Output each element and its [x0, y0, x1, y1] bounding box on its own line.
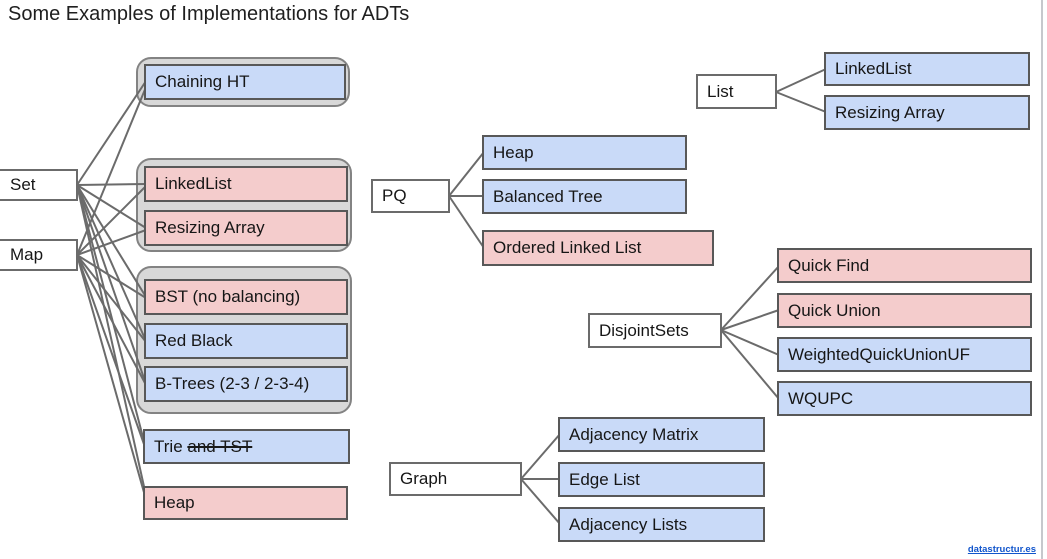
impl-node-adjacency-lists: Adjacency Lists	[558, 507, 765, 542]
impl-node-adjacency-lists-label: Adjacency Lists	[569, 514, 688, 534]
adt-node-set: Set	[0, 169, 78, 201]
adt-node-graph: Graph	[389, 462, 522, 496]
impl-node-resizing-array-list: Resizing Array	[824, 95, 1030, 130]
adt-node-list: List	[696, 74, 777, 109]
impl-node-red-black-label: Red Black	[155, 331, 233, 350]
impl-node-ordered-linked-list: Ordered Linked List	[482, 230, 714, 266]
connector-line	[76, 184, 147, 298]
connector-line	[775, 68, 827, 93]
connector-line	[76, 254, 146, 497]
page-title: Some Examples of Implementations for ADT…	[8, 3, 410, 25]
adt-node-graph-label: Graph	[400, 469, 448, 488]
connector-line	[720, 265, 780, 331]
connector-line	[76, 254, 147, 386]
connector-line	[720, 329, 780, 356]
connector-line	[76, 184, 147, 229]
connector-line	[76, 254, 147, 343]
impl-node-ordered-linked-list-label: Ordered Linked List	[493, 238, 642, 257]
impl-node-heap-pq: Heap	[482, 135, 687, 170]
connector-line	[76, 184, 147, 385]
impl-node-bst: BST (no balancing)	[144, 279, 348, 315]
impl-node-balanced-tree: Balanced Tree	[482, 179, 687, 214]
impl-node-adjacency-matrix: Adjacency Matrix	[558, 417, 765, 452]
impl-node-b-trees-label: B-Trees (2-3 / 2-3-4)	[155, 374, 310, 393]
impl-node-linkedlist-list: LinkedList	[824, 52, 1030, 86]
impl-node-wqupc-label: WQUPC	[788, 388, 854, 408]
connector-line	[775, 91, 827, 113]
impl-node-edge-list-label: Edge List	[569, 469, 640, 489]
connector-line	[720, 309, 780, 331]
connector-line	[448, 151, 485, 197]
impl-node-weighted-quick-union-uf: WeightedQuickUnionUF	[777, 337, 1032, 372]
impl-node-balanced-tree-label: Balanced Tree	[493, 186, 603, 206]
adt-node-set-label: Set	[10, 175, 36, 194]
connector-line	[520, 433, 561, 480]
impl-node-red-black: Red Black	[144, 323, 348, 359]
adt-node-disjointsets-label: DisjointSets	[599, 320, 689, 340]
impl-node-quick-find-label: Quick Find	[788, 255, 870, 275]
impl-node-linkedlist-list-label: LinkedList	[835, 59, 912, 78]
adt-node-pq-label: PQ	[382, 186, 407, 205]
adt-node-list-label: List	[707, 81, 734, 101]
impl-node-heap-setmap: Heap	[143, 486, 348, 520]
adt-node-map: Map	[0, 239, 78, 271]
connector-line	[448, 195, 485, 249]
impl-node-heap-setmap-label: Heap	[154, 493, 195, 512]
adt-node-map-label: Map	[10, 245, 44, 264]
footer-link-datastructur-es[interactable]: datastructur.es	[967, 544, 1036, 555]
connector-line	[76, 80, 147, 186]
connector-line	[520, 478, 561, 525]
impl-node-edge-list: Edge List	[558, 462, 765, 497]
impl-node-resizing-array-setmap-label: Resizing Array	[155, 218, 265, 237]
page-edge-rule	[1041, 0, 1043, 559]
impl-node-resizing-array-list-label: Resizing Array	[835, 102, 945, 122]
impl-node-quick-find: Quick Find	[777, 248, 1032, 283]
impl-node-heap-pq-label: Heap	[493, 142, 534, 162]
impl-node-b-trees: B-Trees (2-3 / 2-3-4)	[144, 366, 348, 402]
impl-node-quick-union-label: Quick Union	[788, 300, 881, 320]
impl-node-linkedlist-setmap: LinkedList	[144, 166, 348, 202]
impl-node-chaining-ht: Chaining HT	[144, 64, 346, 100]
connector-line	[76, 229, 147, 256]
impl-node-chaining-ht-label: Chaining HT	[155, 72, 250, 91]
impl-node-adjacency-matrix-label: Adjacency Matrix	[569, 424, 699, 444]
connector-line	[720, 329, 780, 400]
impl-node-wqupc: WQUPC	[777, 381, 1032, 416]
adt-node-disjointsets: DisjointSets	[588, 313, 722, 348]
connector-line	[76, 254, 146, 448]
connector-line	[76, 86, 147, 256]
impl-node-trie-and-tst: Trie and TST	[143, 429, 350, 464]
connector-line	[76, 183, 147, 186]
connector-line	[76, 184, 146, 492]
connector-line	[76, 254, 147, 299]
connector-line	[76, 185, 147, 256]
impl-node-quick-union: Quick Union	[777, 293, 1032, 328]
connector-line	[76, 184, 147, 342]
impl-node-trie-and-tst-label: Trie and TST	[154, 436, 253, 456]
impl-node-linkedlist-setmap-label: LinkedList	[155, 174, 232, 193]
adt-node-pq: PQ	[371, 179, 450, 213]
impl-node-weighted-quick-union-uf-label: WeightedQuickUnionUF	[788, 344, 971, 364]
impl-node-resizing-array-setmap: Resizing Array	[144, 210, 348, 246]
strikethrough-text: and TST	[187, 436, 253, 456]
impl-node-bst-label: BST (no balancing)	[155, 287, 301, 306]
